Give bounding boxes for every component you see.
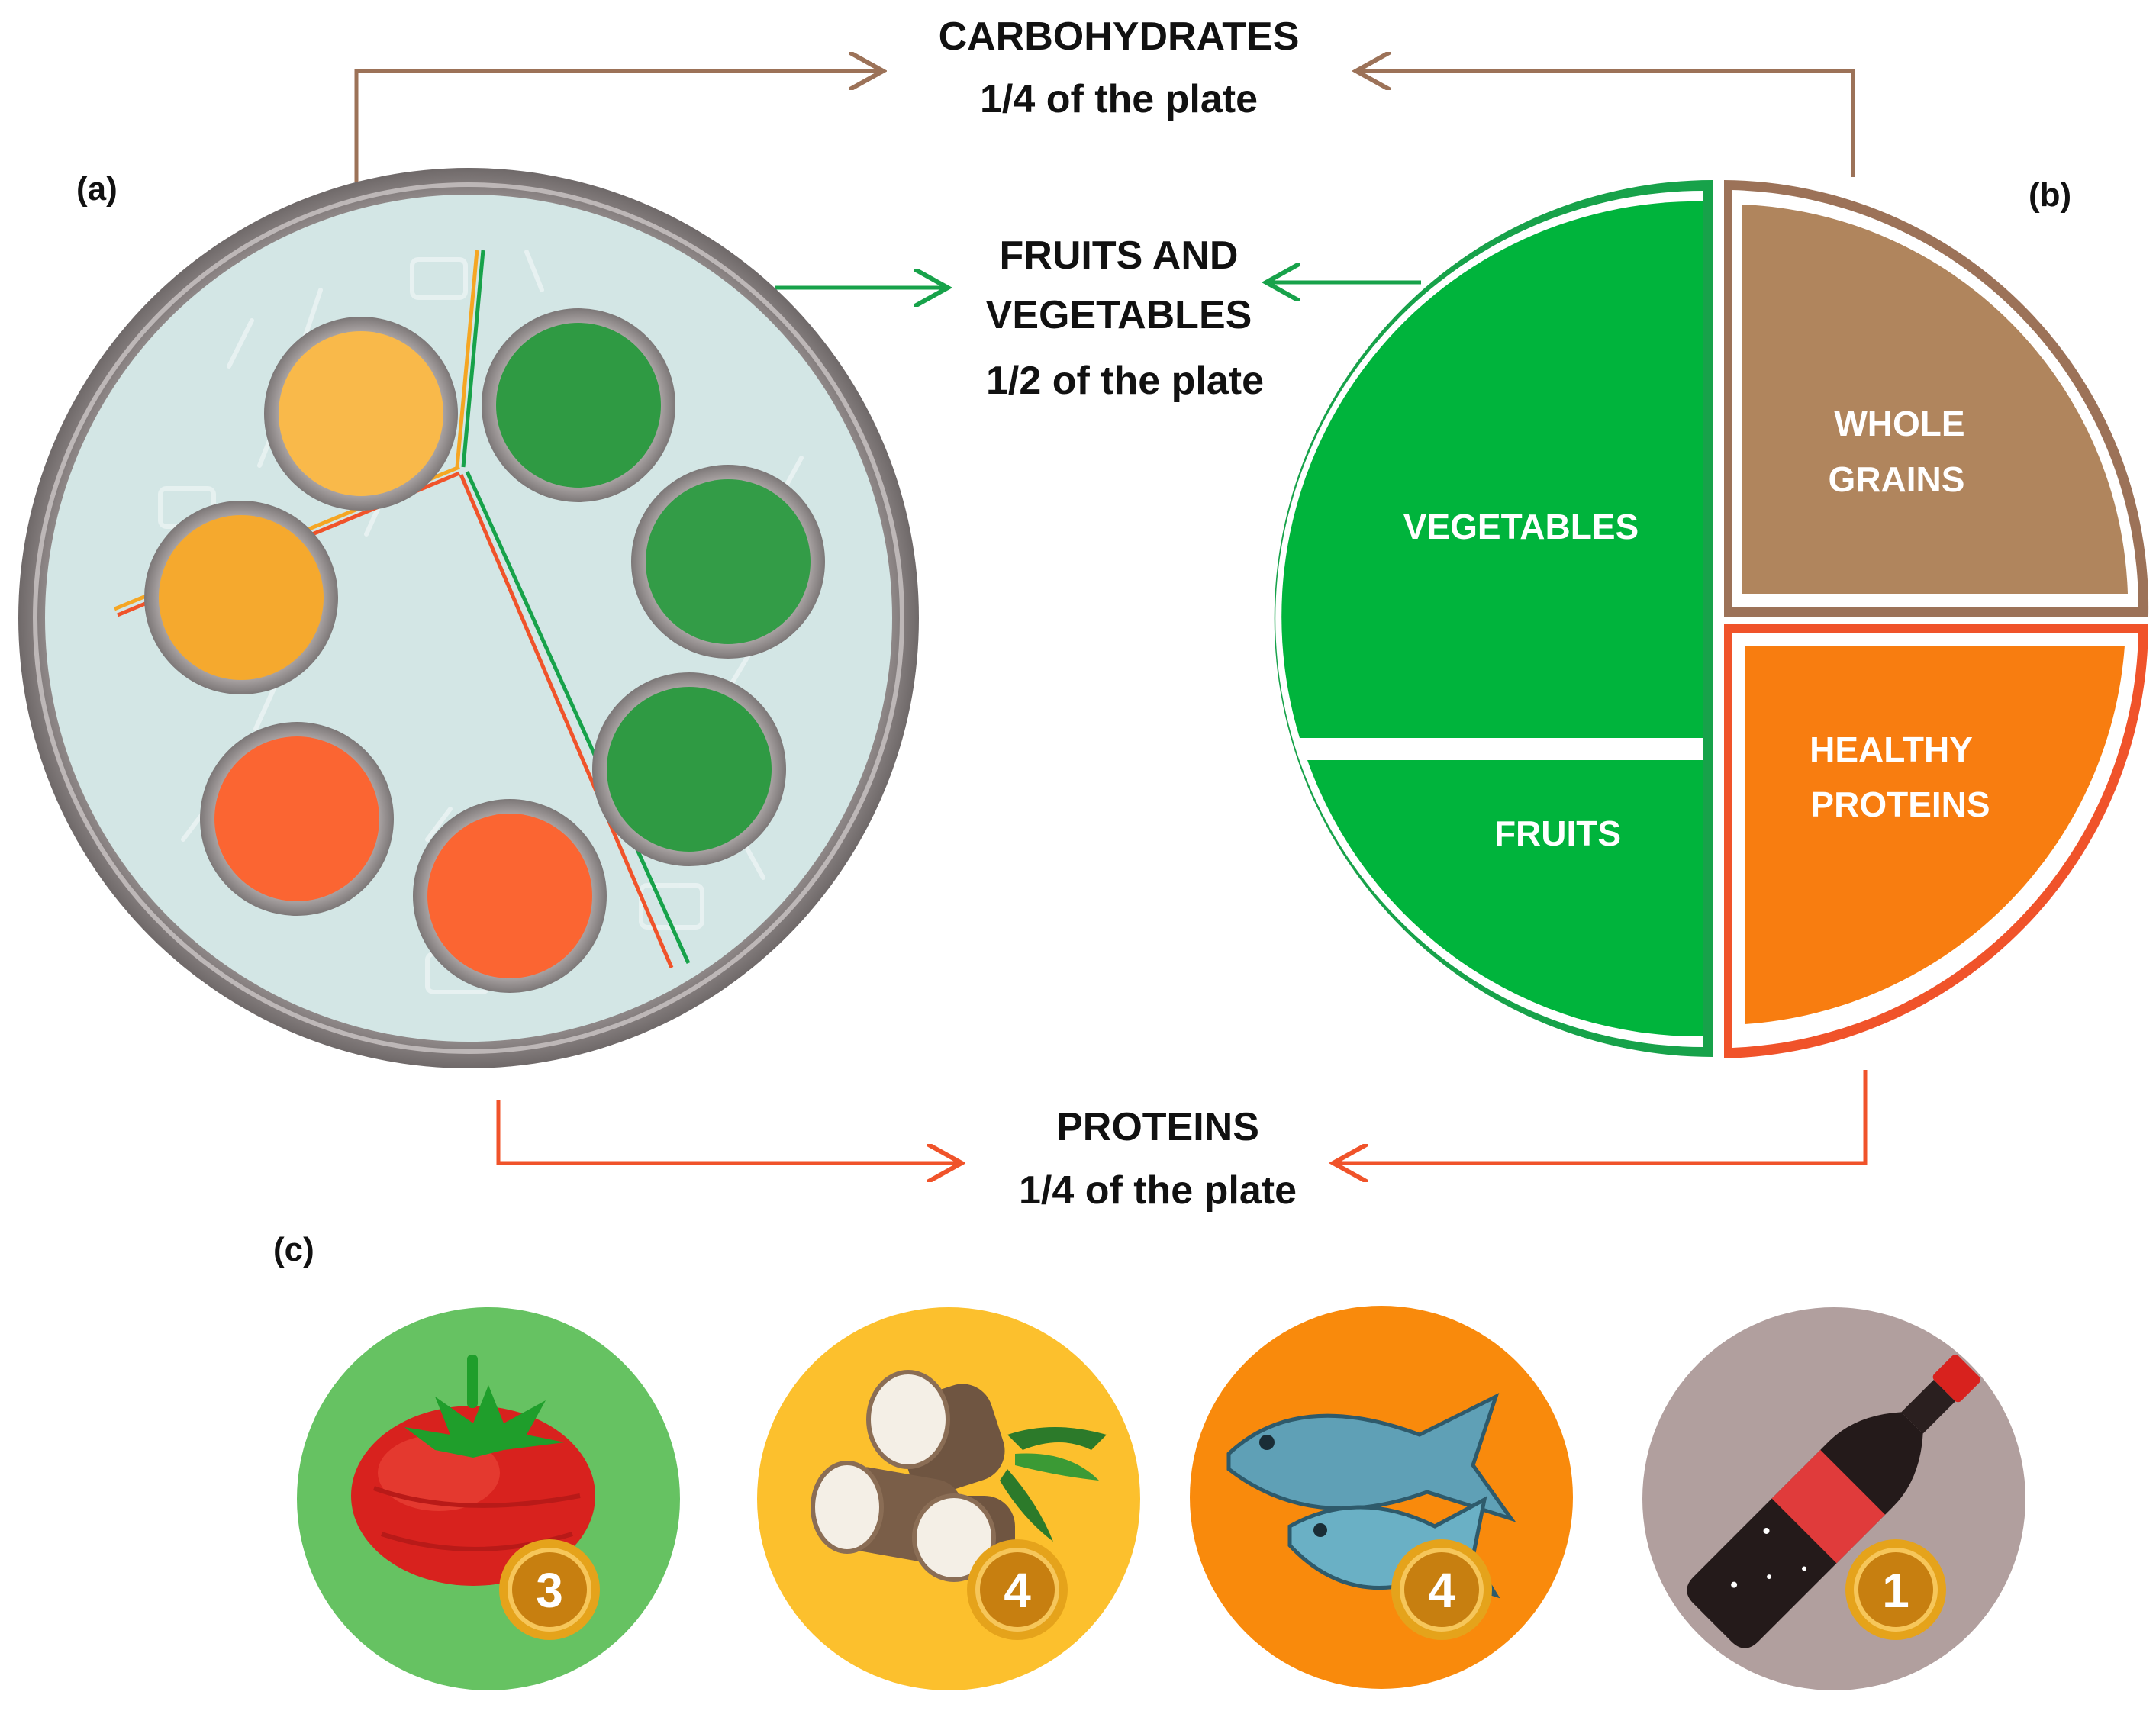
carbohydrates-portion: 1/4 of the plate: [980, 77, 1258, 121]
proteins-label: PROTEINS 1/4 of the plate: [1019, 1105, 1297, 1213]
coin-value: 1: [1882, 1563, 1909, 1618]
fruits-vegetables-title-line2: VEGETABLES: [986, 293, 1252, 337]
plate-divider-veg-protein: [465, 470, 691, 965]
fruits-label: FRUITS: [1494, 814, 1621, 853]
carbohydrates-label: CARBOHYDRATES 1/4 of the plate: [939, 14, 1300, 121]
coin-value: 4: [1004, 1563, 1031, 1618]
panel-a-label: (a): [76, 170, 118, 208]
fish-icon: [1226, 1393, 1516, 1599]
proteins-title: PROTEINS: [1056, 1105, 1259, 1149]
panel-b-label: (b): [2029, 176, 2071, 214]
soda-bottle-icon: [1687, 1355, 1980, 1648]
whole-grains-label-line2: GRAINS: [1829, 459, 1965, 499]
well-protein-1: [200, 722, 394, 916]
healthy-proteins-label-line1: HEALTHY: [1810, 730, 1973, 769]
proteins-portion: 1/4 of the plate: [1019, 1168, 1297, 1213]
vegetables-section: [1281, 201, 1703, 738]
well-carbohydrate-1: [264, 317, 458, 511]
fruits-vegetables-title-line1: FRUITS AND: [1000, 234, 1239, 278]
plate-model: VEGETABLES FRUITS WHOLE GRAINS HEALTHY P…: [1274, 180, 2149, 1058]
carbohydrates-arrow-right: [1360, 71, 1855, 177]
healthy-proteins-label-line2: PROTEINS: [1810, 785, 1990, 824]
fruits-vegetables-portion: 1/2 of the plate: [986, 359, 1264, 403]
token-tomato: 3: [297, 1307, 680, 1690]
token-soda: 1: [1642, 1307, 2025, 1690]
panel-c-label: (c): [273, 1231, 314, 1268]
proteins-arrow-left: [496, 1100, 958, 1163]
tomato-icon: [351, 1355, 595, 1586]
coin-badge: 4: [1391, 1539, 1492, 1640]
fruits-section: [1307, 760, 1703, 1037]
token-fish: 4: [1190, 1306, 1573, 1689]
vegetables-label: VEGETABLES: [1403, 507, 1639, 546]
coin-value: 3: [536, 1563, 563, 1618]
carbohydrates-arrow-left: [354, 71, 879, 182]
coin-badge: 4: [967, 1539, 1068, 1640]
healthy-proteins-section: [1745, 646, 2125, 1024]
token-cassava: 4: [757, 1307, 1140, 1690]
well-vegetable-1: [482, 308, 675, 502]
well-protein-2: [413, 799, 607, 993]
fruits-vegetables-label: FRUITS AND VEGETABLES 1/2 of the plate: [986, 234, 1264, 403]
coin-badge: 1: [1845, 1539, 1946, 1640]
coin-value: 4: [1428, 1563, 1455, 1618]
whole-grains-label-line1: WHOLE: [1834, 404, 1964, 443]
proteins-arrow-right: [1337, 1070, 1868, 1163]
well-vegetable-2: [631, 465, 825, 659]
well-carbohydrate-2: [144, 501, 338, 694]
well-vegetable-3: [592, 672, 786, 866]
whole-grains-section: [1742, 205, 2128, 594]
plate-divider-carbs-veg: [455, 250, 479, 468]
coin-badge: 3: [499, 1539, 600, 1640]
carbohydrates-title: CARBOHYDRATES: [939, 14, 1300, 59]
physical-plate: [18, 168, 919, 1068]
